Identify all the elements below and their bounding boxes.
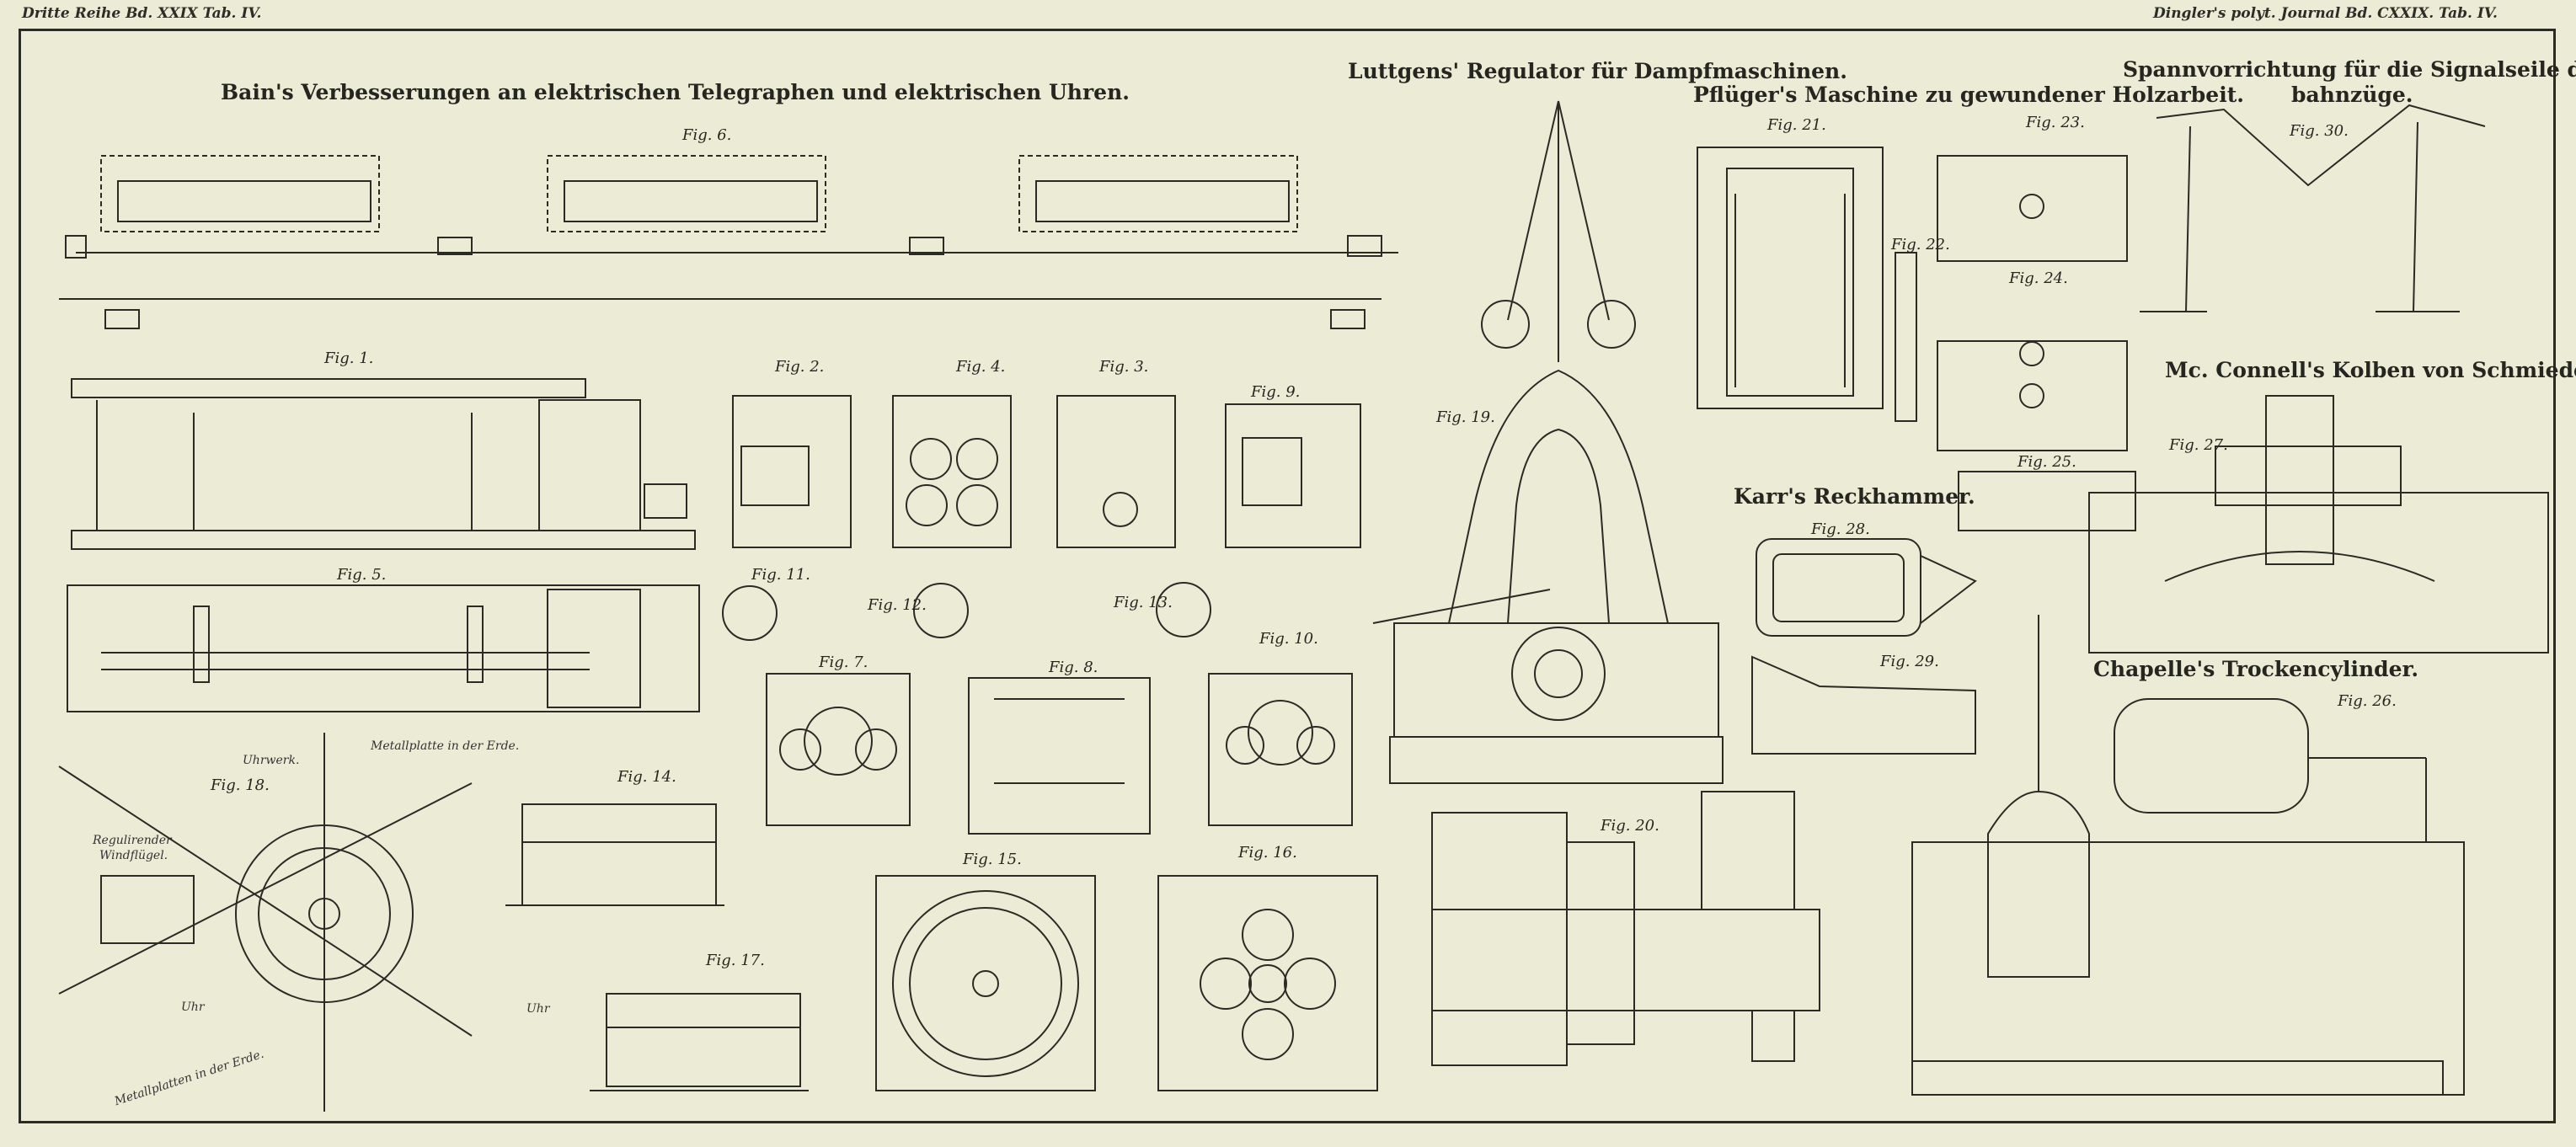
fig11-13-dials: [722, 582, 1211, 641]
title-pflueger: Pflüger's Maschine zu gewundener Holzarb…: [1693, 83, 2244, 107]
fig-label-19: Fig. 19.: [1436, 408, 1495, 426]
fig-label-7: Fig. 7.: [819, 654, 868, 671]
fig-label-15: Fig. 15.: [963, 851, 1022, 868]
fig27-piston: [2088, 395, 2549, 654]
fig-label-21: Fig. 21.: [1767, 116, 1826, 134]
fig-label-27: Fig. 27.: [2169, 436, 2228, 454]
fig5-instrument-plan: [67, 584, 700, 712]
header-left: Dritte Reihe Bd. XXIX Tab. IV.: [22, 5, 262, 22]
fig-label-30: Fig. 30.: [2290, 122, 2349, 140]
fig26-drying-cylinder: [1911, 615, 2465, 1096]
fig21-22-wood-machine: [1697, 147, 1917, 422]
fig-label-6: Fig. 6.: [682, 126, 732, 144]
fig-label-5: Fig. 5.: [337, 566, 387, 584]
fig14-17-batteries: [505, 803, 809, 1091]
title-chapelle: Chapelle's Trockencylinder.: [2093, 657, 2419, 681]
note-uhr-1: Uhr: [181, 1000, 205, 1014]
fig28-29-hammer: [1751, 538, 1977, 755]
title-bain: Bain's Verbesserungen an elektrischen Te…: [221, 80, 1130, 104]
plate-border: [19, 29, 2556, 1123]
fig1-instrument-side: [71, 378, 696, 550]
fig-label-25: Fig. 25.: [2018, 453, 2076, 471]
fig18-clock-system: [58, 733, 473, 1112]
title-spann-2: bahnzüge.: [2291, 83, 2413, 107]
fig-label-3: Fig. 3.: [1099, 358, 1149, 376]
fig-label-11: Fig. 11.: [751, 566, 810, 584]
title-luttgens: Luttgens' Regulator für Dampfmaschinen.: [1348, 59, 1847, 83]
title-connell: Mc. Connell's Kolben von Schmiedeeisen.: [2165, 358, 2576, 382]
fig19-steam-governor: [1372, 100, 1724, 784]
note-uhr-2: Uhr: [526, 1002, 550, 1016]
title-karr: Karr's Reckhammer.: [1734, 484, 1975, 509]
fig-label-22: Fig. 22.: [1891, 236, 1950, 253]
fig-label-1: Fig. 1.: [324, 349, 374, 367]
fig-label-20: Fig. 20.: [1601, 817, 1659, 835]
title-spann-1: Spannvorrichtung für die Signalseile der…: [2123, 57, 2576, 82]
fig-label-10: Fig. 10.: [1259, 630, 1318, 648]
note-regulirender-1: Regulirender: [93, 834, 172, 847]
fig-label-26: Fig. 26.: [2338, 692, 2397, 710]
fig-label-28: Fig. 28.: [1811, 520, 1870, 538]
fig-label-14: Fig. 14.: [617, 768, 676, 786]
fig-label-24: Fig. 24.: [2009, 269, 2068, 287]
fig-label-16: Fig. 16.: [1238, 844, 1297, 862]
fig-label-13: Fig. 13.: [1114, 594, 1173, 611]
fig-label-17: Fig. 17.: [706, 952, 765, 969]
note-regulirender-2: Windflügel.: [99, 849, 168, 862]
fig-label-8: Fig. 8.: [1049, 659, 1098, 676]
fig-label-9: Fig. 9.: [1251, 383, 1301, 401]
fig20-machine-section: [1431, 791, 1820, 1066]
fig2-4-3-9-mechanisms: [732, 395, 1361, 548]
fig6-telegraph-line: [59, 155, 1398, 329]
fig-label-29: Fig. 29.: [1880, 653, 1939, 670]
fig30-tensioning: [2140, 104, 2486, 312]
fig7-8-10-frames: [766, 673, 1353, 835]
fig-label-23: Fig. 23.: [2026, 114, 2085, 131]
note-uhrwerk: Uhrwerk.: [243, 754, 300, 767]
fig15-16-wheels: [875, 875, 1378, 1091]
header-right: Dingler's polyt. Journal Bd. CXXIX. Tab.…: [2153, 5, 2498, 22]
fig-label-12: Fig. 12.: [868, 596, 927, 614]
note-metallplatte: Metallplatte in der Erde.: [371, 739, 520, 753]
fig-label-18: Fig. 18.: [211, 776, 270, 794]
fig-label-4: Fig. 4.: [956, 358, 1006, 376]
fig23-25-parts: [1937, 155, 2136, 531]
fig-label-2: Fig. 2.: [775, 358, 825, 376]
